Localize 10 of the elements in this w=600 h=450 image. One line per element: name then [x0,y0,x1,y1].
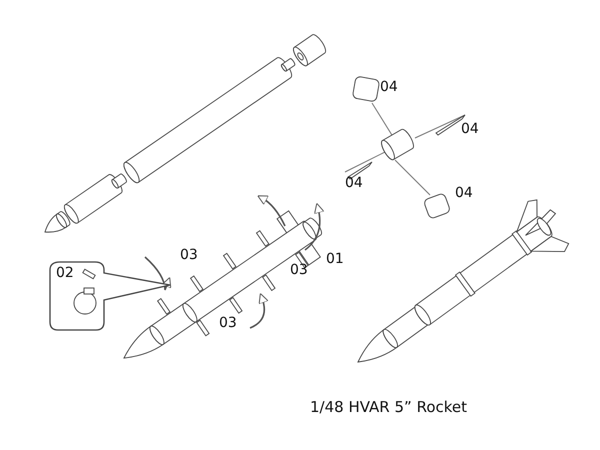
part-number: 03 [180,248,198,262]
part-number: 02 [56,266,74,280]
part-number: 03 [290,263,308,277]
part-number: 01 [326,252,344,266]
part-number: 04 [455,186,473,200]
part-number: 04 [461,122,479,136]
title: 1/48 HVAR 5” Rocket [310,400,468,415]
part-number: 03 [219,316,237,330]
part-number: 04 [380,80,398,94]
part-number: 04 [345,176,363,190]
